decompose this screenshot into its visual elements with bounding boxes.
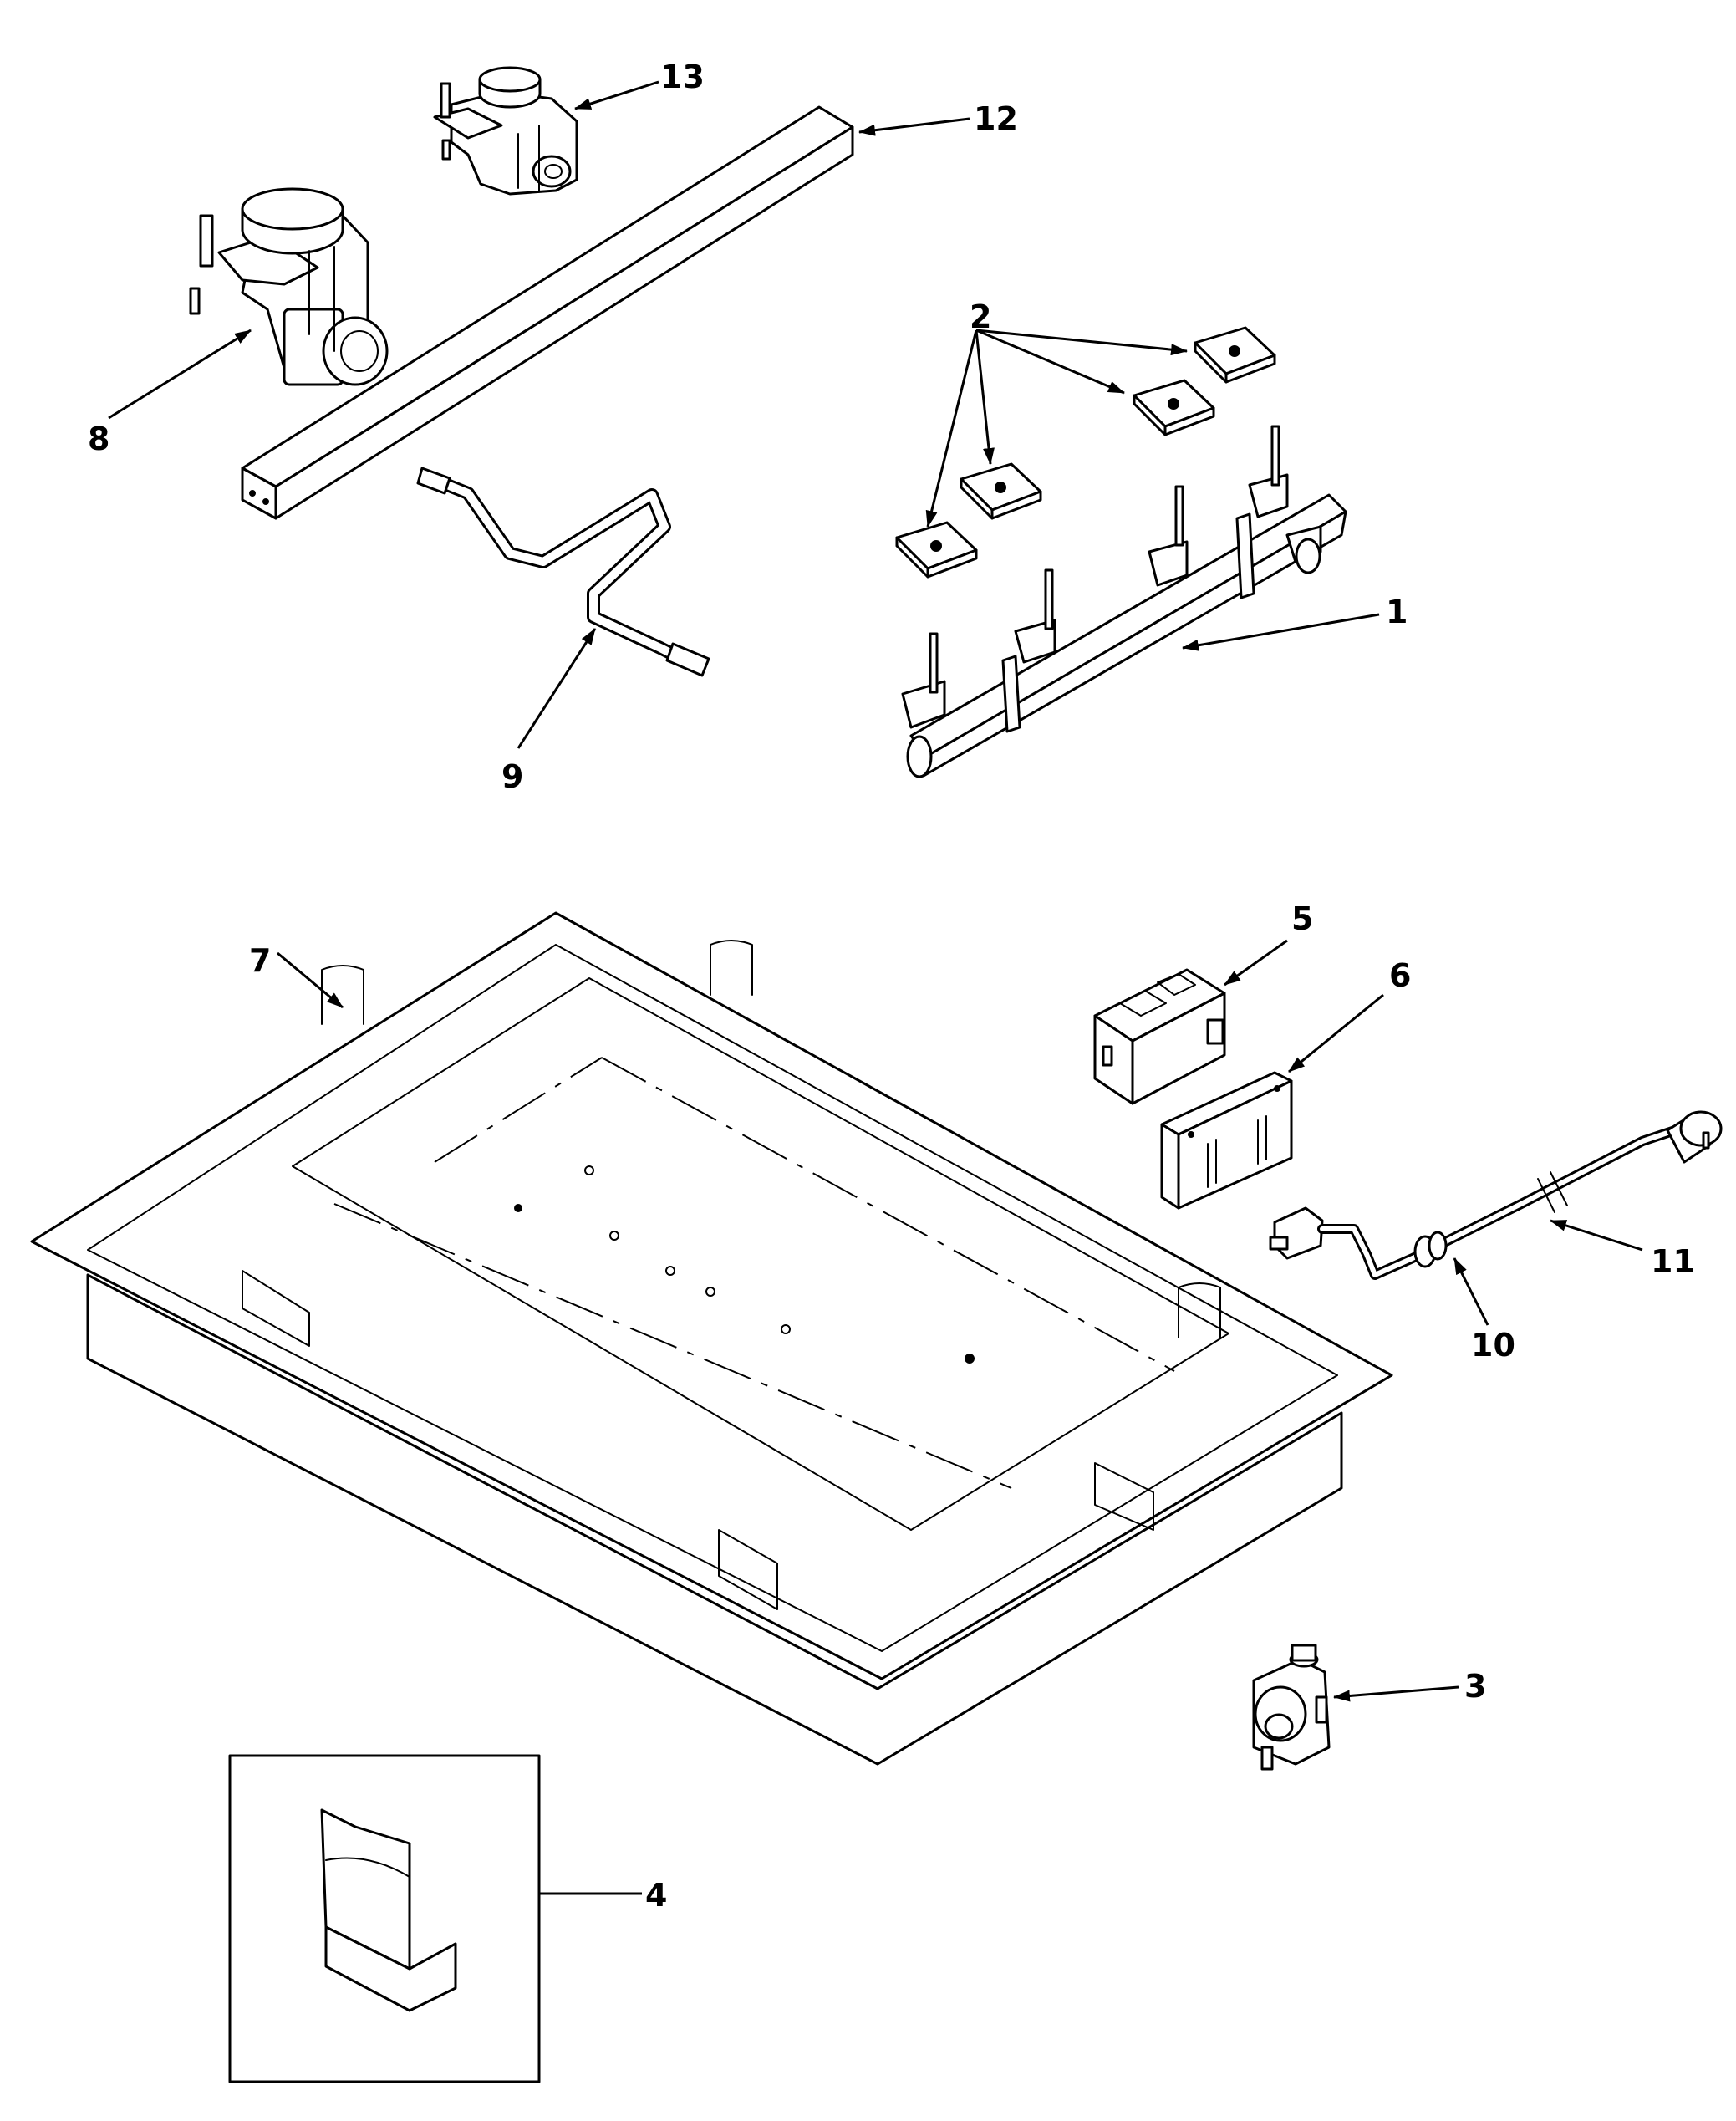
callout-1: 1 <box>1386 594 1408 630</box>
callout-11: 11 <box>1651 1243 1695 1280</box>
callout-10: 10 <box>1471 1327 1515 1364</box>
callout-12: 12 <box>974 100 1018 137</box>
callout-8: 8 <box>88 421 109 457</box>
spacer-pad <box>960 462 1042 520</box>
gas-tube <box>416 467 710 677</box>
callout-labels: 1 2 3 4 5 6 7 8 9 10 11 12 13 <box>88 59 1695 1914</box>
spacer-pads <box>895 326 1276 579</box>
safety-valve <box>1252 1644 1331 1771</box>
callout-13: 13 <box>660 59 705 95</box>
ignition-module <box>1093 968 1226 1105</box>
cooktop-tray <box>30 911 1393 1766</box>
burner-manifold <box>901 425 1347 778</box>
spacer-pad <box>1194 326 1276 384</box>
callout-5: 5 <box>1291 900 1313 937</box>
callout-2: 2 <box>970 298 991 335</box>
gas-valve-large <box>189 187 389 386</box>
inset-detail-clip <box>228 1754 541 2083</box>
callout-6: 6 <box>1389 957 1411 994</box>
spacer-pad <box>1133 379 1215 436</box>
power-cord <box>1269 1110 1723 1280</box>
callout-7: 7 <box>249 942 271 979</box>
callout-4: 4 <box>645 1877 667 1914</box>
module-bracket <box>1160 1071 1293 1210</box>
callout-3: 3 <box>1464 1668 1486 1705</box>
callout-9: 9 <box>501 758 523 795</box>
gas-valve-small <box>433 66 578 196</box>
spacer-pad <box>895 521 978 579</box>
leader-lines <box>108 80 1643 1895</box>
manifold-bracket <box>241 105 854 520</box>
